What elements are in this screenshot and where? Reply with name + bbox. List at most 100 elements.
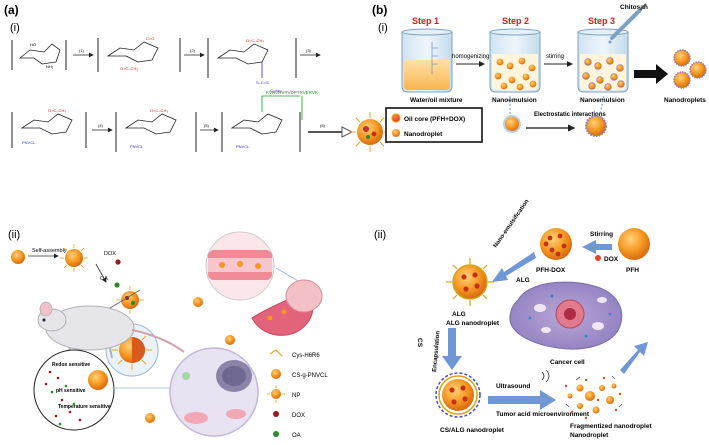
- peptide-sequence: KVRVRVRVDPTRVERVK: [266, 90, 318, 95]
- panel-b-ii: (ii) PFH Stirring DOX PFH-DOX Nano-emuls…: [374, 198, 652, 439]
- svg-text:C=O: C=O: [146, 36, 154, 41]
- panel-a-i: (a) (i) HO NH₂ (1) C=O O=C–CH₃ (2) O=C–C…: [4, 3, 390, 152]
- alg-label: ALG: [516, 277, 530, 284]
- encapsulation-arrow: [442, 328, 462, 370]
- legend-oa-label: OA: [292, 433, 301, 439]
- magnified-np: [112, 330, 152, 370]
- legend-dox: DOX: [273, 411, 305, 419]
- step-1-label: (1): [79, 48, 85, 53]
- chitosan-label: Chitosan: [620, 4, 648, 11]
- chitosan-unit-3: O=C–CH₃ S–C=S C₁₂H₂₅: [207, 38, 297, 93]
- legend-a-ii: Cys-H6R6 CS-g-PNVCL NP DOX OA: [267, 349, 328, 439]
- panel-a-label: (a): [4, 3, 19, 17]
- step-6-label: (6): [320, 123, 326, 128]
- fragmentized-nanodroplet: [564, 375, 623, 420]
- beaker-3: [577, 28, 629, 93]
- panel-a-ii-label: (ii): [8, 229, 20, 241]
- tumor-vessel: [251, 279, 323, 336]
- step-5-label: (5): [204, 123, 210, 128]
- stirring-label-b: Stirring: [590, 231, 613, 238]
- dox-label-b: DOX: [604, 256, 619, 263]
- chitosan-unit-4: O=C–CH₃ PNVCL: [11, 108, 87, 148]
- chitosan-syringe: [608, 3, 647, 44]
- svg-text:C₁₂H₂₅: C₁₂H₂₅: [270, 88, 282, 93]
- ultrasound-icon: [541, 369, 550, 383]
- injection-syringe: [109, 289, 141, 309]
- homogenizing-label: homogenizing: [452, 54, 489, 60]
- fragmentized-label-2: Nanodroplet: [570, 432, 609, 439]
- nanodroplets-product: [673, 49, 707, 89]
- svg-text:HO: HO: [30, 42, 36, 47]
- uptake-arrow: [620, 342, 648, 374]
- cs-g-pnvcl-monomer: [11, 250, 25, 264]
- nanoparticle-product: [350, 112, 390, 152]
- svg-text:O=C–CH₃: O=C–CH₃: [48, 108, 66, 113]
- np-loaded: [116, 286, 144, 314]
- legend-cs-g-pnvcl-label: CS-g-PNVCL: [292, 373, 328, 379]
- fragmentized-label-1: Fragmentized nanodroplet: [570, 423, 652, 430]
- step-2-title: Step 2: [502, 16, 529, 26]
- panel-a-ii: (ii) Self-assembly DOX OA: [8, 229, 328, 439]
- release-zoom-circle: [33, 349, 115, 431]
- panel-b-i-label: (i): [378, 22, 388, 34]
- cs-alg-nanodroplet: [435, 372, 481, 418]
- mouse-illustration: [37, 301, 185, 359]
- legend-b-i: Oil core (PFH+DOX) Nanodroplet: [385, 107, 483, 143]
- alg-nanodroplet: [446, 258, 494, 306]
- reaction-arrow-6-head: [341, 126, 354, 138]
- step-3-title: Step 3: [588, 16, 615, 26]
- dox-label-a: DOX: [104, 251, 116, 257]
- chitosan-unit-6: PNVCL: [221, 95, 301, 152]
- np-empty: [60, 244, 88, 272]
- cancer-cell: [509, 281, 623, 350]
- chitosan-unit-1: HO NH₂: [11, 40, 67, 70]
- redox-sensitive-label: Redox sensitive: [52, 362, 90, 368]
- svg-text:NH₂: NH₂: [46, 64, 54, 69]
- nanoemulsion-label-1: Nanoemulsion: [492, 97, 537, 104]
- product-arrow: [634, 64, 668, 84]
- legend-dox-label: DOX: [292, 413, 305, 419]
- tumor-env-label: Tumor acid microenvironment: [496, 411, 590, 418]
- step-1-title: Step 1: [412, 16, 439, 26]
- self-assembly-label: Self-assembly: [32, 248, 67, 254]
- water-oil-label: Water/oil mixture: [410, 97, 463, 104]
- pfh-dox-label: PFH-DOX: [536, 267, 566, 274]
- dashed-link-2: [599, 95, 605, 115]
- dox-dot-a: [115, 259, 121, 265]
- legend-np-label: NP: [292, 393, 300, 399]
- pfh-label: PFH: [626, 267, 639, 274]
- stirring-label: stirring: [546, 54, 564, 60]
- legend-cys-h6r6-label: Cys-H6R6: [292, 353, 320, 359]
- step-4-label: (4): [98, 123, 104, 128]
- step-3-label: (3): [306, 48, 312, 53]
- legend-np: NP: [267, 385, 300, 403]
- loading-arrow: [95, 263, 107, 283]
- encapsulation-label: Encapsulation: [432, 330, 442, 372]
- beaker-1: [401, 28, 453, 93]
- panel-b-label: (b): [372, 3, 387, 17]
- pnvcl-label-3: PNVCL: [236, 144, 250, 149]
- legend-nanodroplet-label: Nanodroplet: [404, 131, 443, 138]
- target-cell: [169, 347, 259, 437]
- ph-sensitive-label: pH sensitive: [56, 388, 86, 394]
- legend-oa: OA: [273, 431, 301, 439]
- alg-nanodroplet-label: ALG nanodroplet: [446, 320, 500, 327]
- pnvcl-label-2: PNVCL: [130, 144, 144, 149]
- free-np-2: [225, 335, 235, 345]
- beaker-2: [489, 28, 541, 93]
- svg-text:O=C–CH₃: O=C–CH₃: [246, 38, 264, 43]
- free-np-3: [145, 413, 155, 423]
- released-dox: [44, 370, 82, 422]
- pnvcl-label-1: PNVCL: [22, 140, 36, 145]
- oa-dot-a: [114, 282, 120, 288]
- cancer-cell-label: Cancer cell: [550, 359, 585, 366]
- pfh-droplet: [618, 228, 650, 260]
- released-oa: [50, 384, 76, 426]
- stirring-arrow-b: [582, 240, 612, 254]
- svg-text:O=C–CH₃: O=C–CH₃: [120, 66, 138, 71]
- blood-vessel: [205, 231, 301, 301]
- nanoemulsion-label-2: Nanoemulsion: [580, 97, 625, 104]
- temperature-sensitive-label: Temperature sensitive: [58, 404, 111, 410]
- cs-label: CS: [416, 338, 423, 348]
